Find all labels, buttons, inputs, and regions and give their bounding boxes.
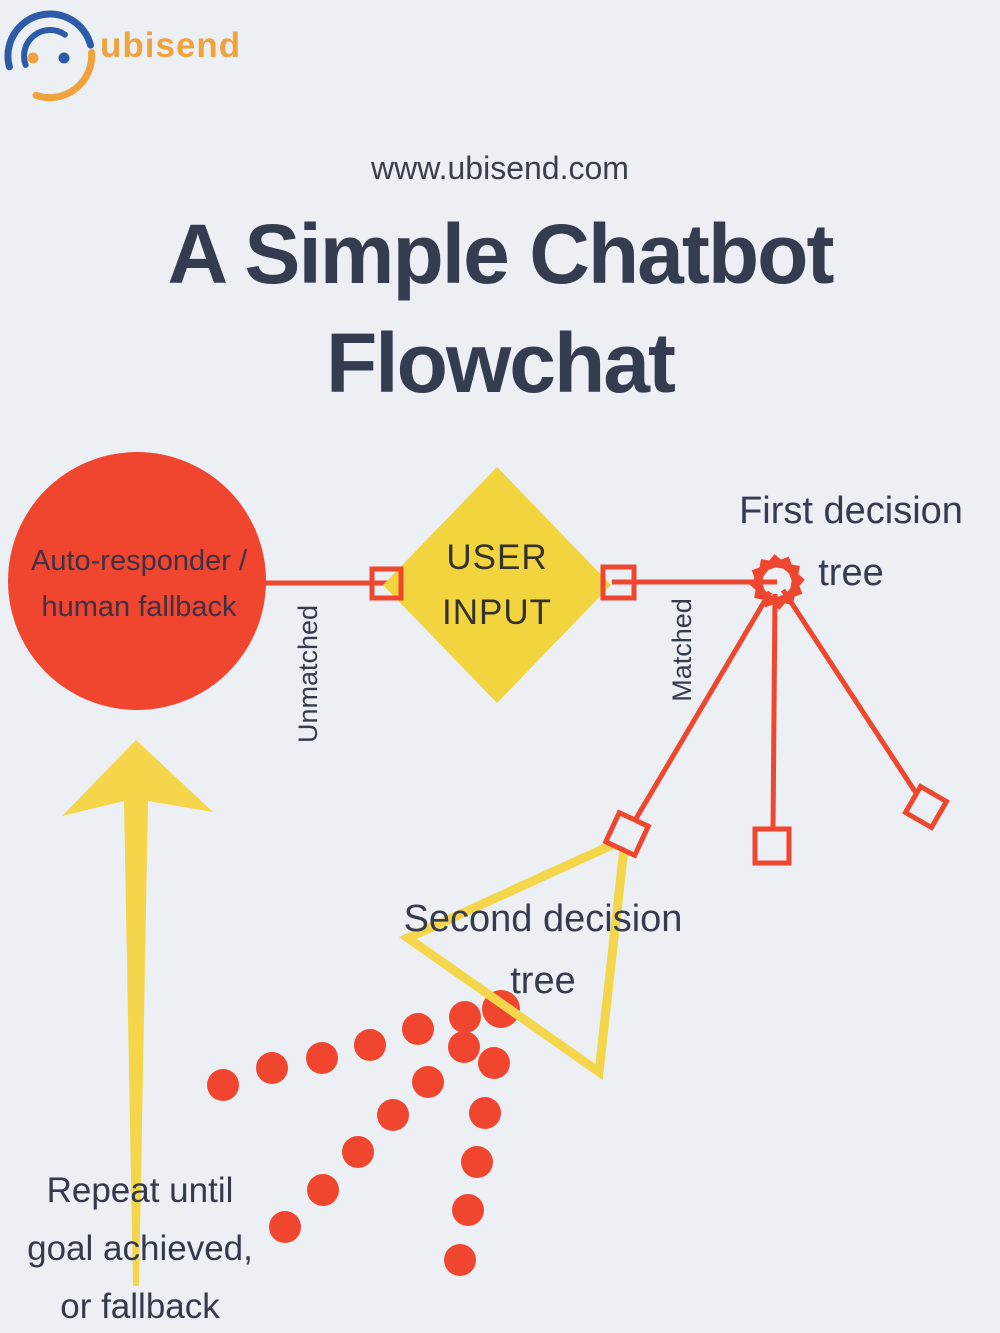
page-title: A Simple Chatbot Flowchat <box>0 200 1000 418</box>
tree-leaf-square-right <box>902 783 950 831</box>
decision-root-star <box>749 554 805 610</box>
unmatched-edge-label: Unmatched <box>293 604 323 744</box>
second-decision-tree-label: Second decision tree <box>393 888 693 1012</box>
title-line-1: A Simple Chatbot <box>167 207 835 301</box>
user-input-label-line-2: INPUT <box>442 593 552 632</box>
repeat-arrow <box>62 740 213 1286</box>
first-tree-branches <box>631 588 919 831</box>
repeat-note: Repeat until goal achieved, or fallback <box>0 1162 280 1333</box>
second-tree-triangle <box>398 831 631 1081</box>
auto-responder-label: Auto-responder / human fallback <box>7 538 271 630</box>
logo-mark-icon <box>4 10 96 102</box>
auto-responder-node <box>8 452 266 710</box>
auto-responder-label-line-1: Auto-responder / <box>30 545 247 577</box>
second-tree-label-line-1: Second decision <box>403 898 683 940</box>
logo-wordmark: ubisend <box>100 26 242 65</box>
repeat-note-line-3: or fallback <box>60 1287 220 1326</box>
matched-port-square <box>600 564 637 601</box>
tree-leaf-square-middle <box>752 826 792 866</box>
user-input-label: USER INPUT <box>397 530 597 640</box>
first-tree-label-line-1: First decision <box>739 490 963 532</box>
title-line-2: Flowchat <box>325 316 676 410</box>
unmatched-port-square <box>369 566 404 601</box>
first-decision-tree-label: First decision tree <box>701 480 1000 604</box>
user-input-label-line-1: USER <box>446 538 548 577</box>
website-url: www.ubisend.com <box>371 150 629 186</box>
user-input-diamond <box>383 467 611 703</box>
first-tree-label-line-2: tree <box>818 552 884 594</box>
auto-responder-label-line-2: human fallback <box>41 591 237 623</box>
repeat-note-line-2: goal achieved, <box>27 1229 253 1268</box>
dotted-arrow-decoration <box>207 990 520 1276</box>
second-tree-label-line-2: tree <box>510 960 576 1002</box>
matched-edge-label: Matched <box>667 598 697 702</box>
tree-leaf-square-left <box>602 809 652 859</box>
repeat-note-line-1: Repeat until <box>46 1171 234 1210</box>
